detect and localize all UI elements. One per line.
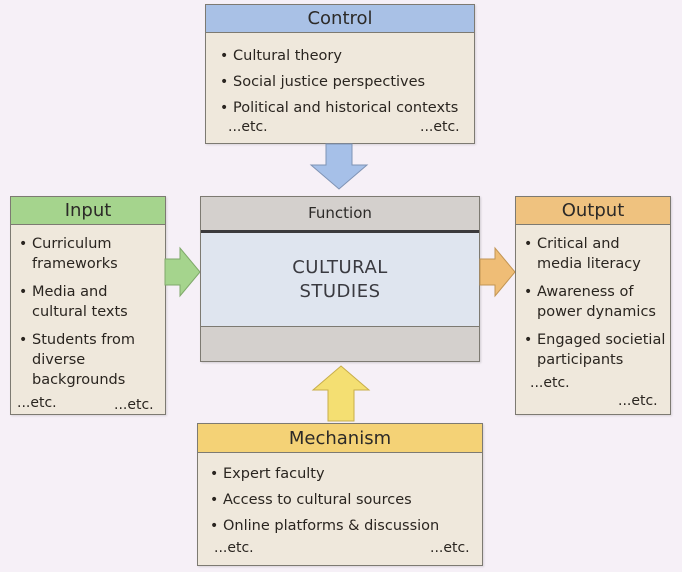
- output-item: Engaged societial participants: [524, 330, 666, 370]
- input-etc-left: ...etc.: [17, 395, 57, 411]
- down-arrow-icon: [309, 143, 369, 190]
- output-etc-left: ...etc.: [530, 375, 570, 391]
- function-title: Function: [201, 197, 479, 233]
- mechanism-box: Mechanism Expert faculty Access to cultu…: [197, 423, 483, 566]
- mechanism-title: Mechanism: [198, 424, 482, 453]
- output-item: Critical and media literacy: [524, 234, 666, 274]
- mechanism-item: Online platforms & discussion: [210, 513, 439, 539]
- up-arrow-icon: [311, 365, 371, 422]
- output-item: Awareness of power dynamics: [524, 282, 666, 322]
- control-title: Control: [206, 5, 474, 33]
- input-item: Media and cultural texts: [19, 282, 159, 322]
- input-item: Curriculum frameworks: [19, 234, 159, 274]
- output-list: Critical and media literacy Awareness of…: [524, 234, 666, 378]
- mechanism-item: Access to cultural sources: [210, 487, 439, 513]
- function-body-text: CULTURAL STUDIES: [292, 256, 388, 302]
- input-etc-right: ...etc.: [114, 397, 154, 413]
- control-etc-left: ...etc.: [228, 119, 268, 135]
- output-title: Output: [516, 197, 670, 225]
- control-item: Cultural theory: [220, 43, 458, 69]
- control-list: Cultural theory Social justice perspecti…: [220, 43, 458, 121]
- control-box: Control Cultural theory Social justice p…: [205, 4, 475, 144]
- mechanism-etc-right: ...etc.: [430, 540, 470, 556]
- control-item: Social justice perspectives: [220, 69, 458, 95]
- output-etc-right: ...etc.: [618, 393, 658, 409]
- output-box: Output Critical and media literacy Aware…: [515, 196, 671, 415]
- mechanism-item: Expert faculty: [210, 461, 439, 487]
- mechanism-etc-left: ...etc.: [214, 540, 254, 556]
- function-box: Function CULTURAL STUDIES: [200, 196, 480, 362]
- input-list: Curriculum frameworks Media and cultural…: [19, 234, 159, 398]
- mechanism-list: Expert faculty Access to cultural source…: [210, 461, 439, 539]
- right-arrow-icon: [479, 246, 516, 298]
- input-box: Input Curriculum frameworks Media and cu…: [10, 196, 166, 415]
- function-body: CULTURAL STUDIES: [201, 233, 479, 327]
- control-etc-right: ...etc.: [420, 119, 460, 135]
- input-item: Students from diverse backgrounds: [19, 330, 159, 390]
- control-item: Political and historical contexts: [220, 95, 458, 121]
- input-title: Input: [11, 197, 165, 225]
- right-arrow-icon: [164, 246, 201, 298]
